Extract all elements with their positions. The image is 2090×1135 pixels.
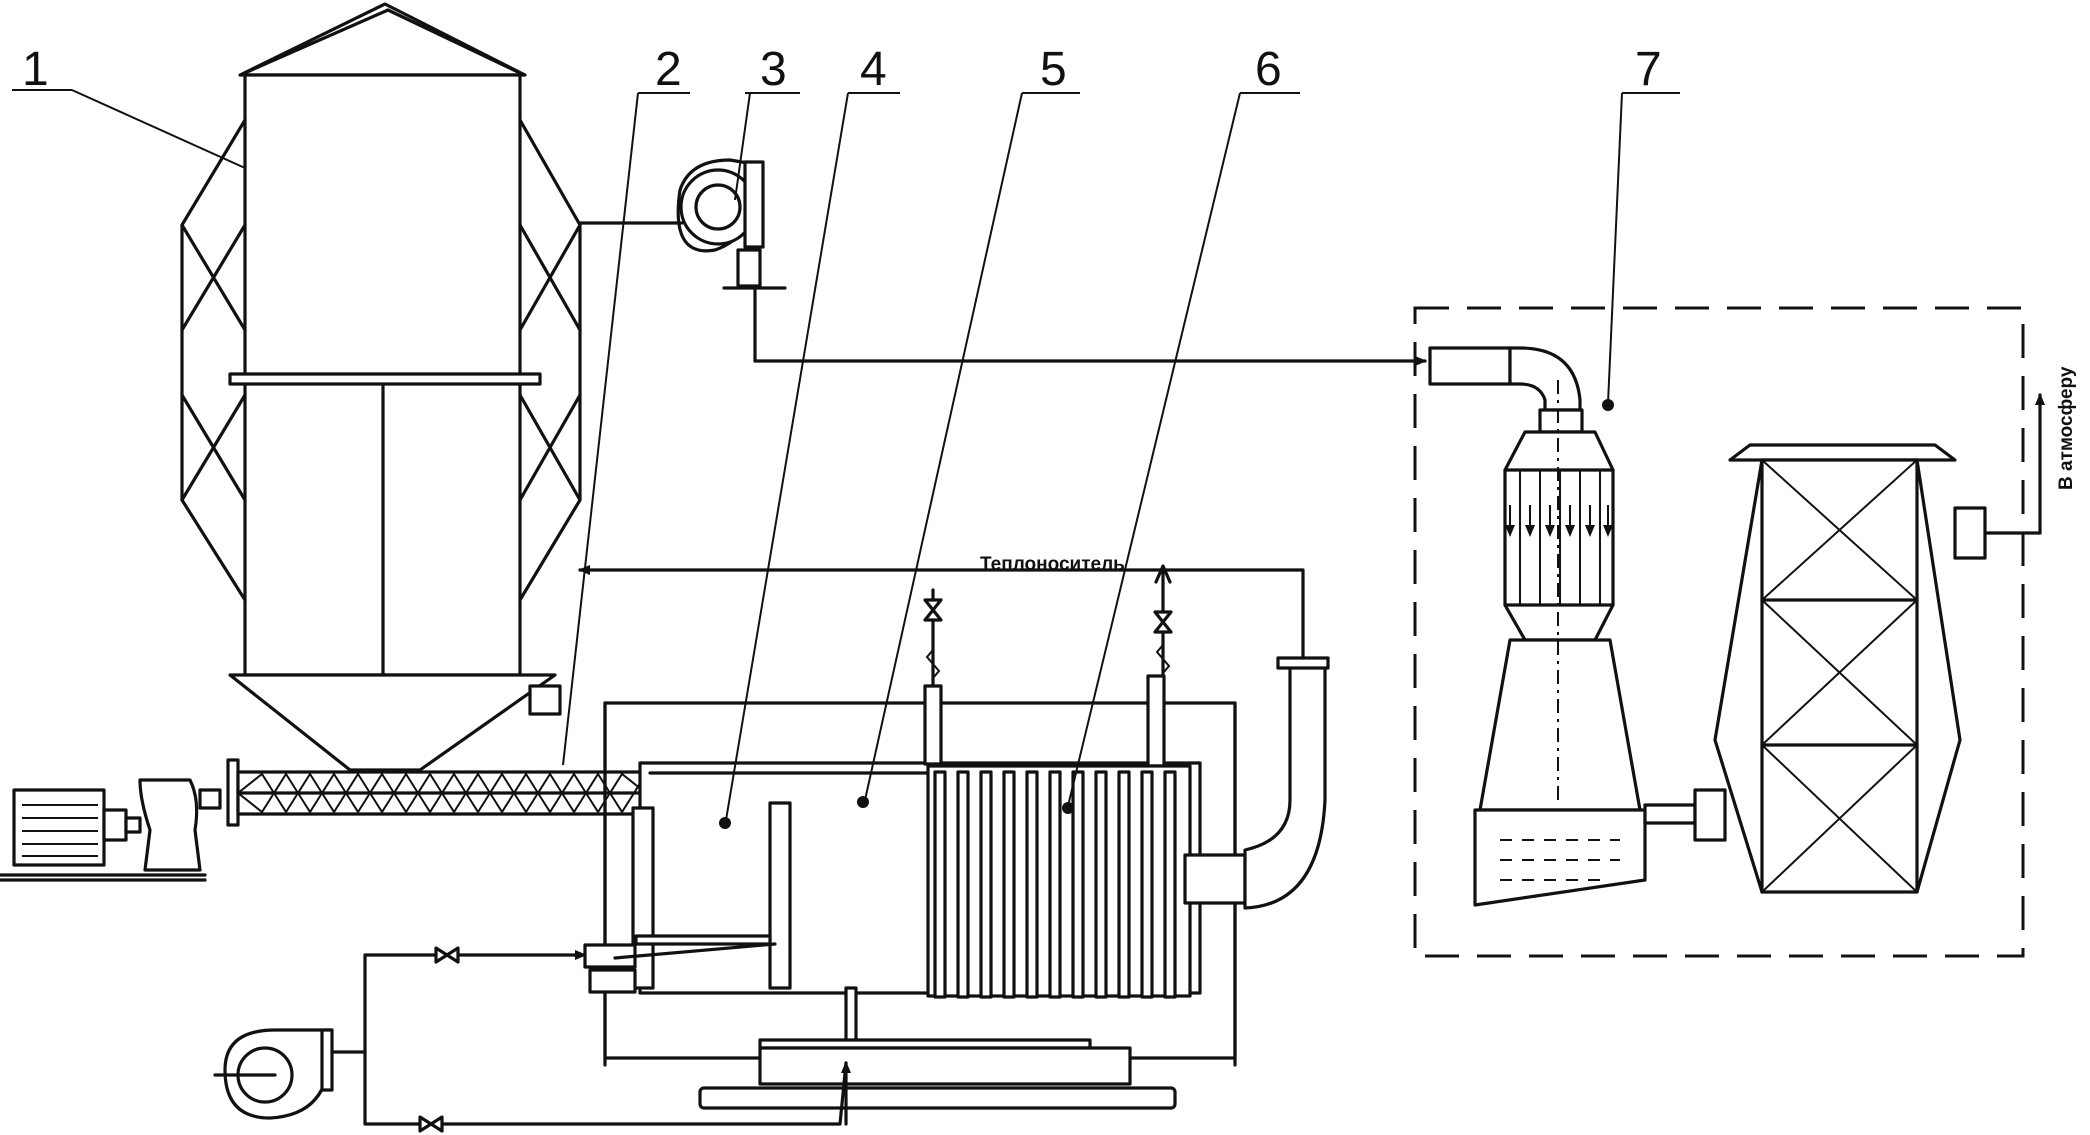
callout-1: 1	[12, 43, 246, 169]
callout-4: 4	[725, 43, 900, 821]
dryer-tower	[180, 2, 582, 772]
callout-6: 6	[1067, 43, 1300, 807]
svg-text:7: 7	[1635, 43, 1662, 96]
svg-text:1: 1	[22, 43, 49, 96]
furnace	[603, 656, 1330, 1110]
screw-conveyor	[226, 758, 650, 827]
svg-text:5: 5	[1040, 43, 1067, 96]
gas-cleaning-boundary	[1413, 306, 2025, 958]
svg-text:2: 2	[655, 43, 682, 96]
air-blower	[213, 1028, 367, 1120]
svg-text:6: 6	[1255, 43, 1282, 96]
air-valve-bottom	[418, 1115, 444, 1133]
cyclone	[1428, 346, 1697, 907]
callout-7: 7	[1607, 43, 1680, 404]
air-valve-top	[434, 946, 460, 964]
valve-right	[1153, 564, 1173, 678]
motor-drive	[0, 778, 222, 882]
cyclone-filter-arrows	[1505, 470, 1613, 605]
callout-3: 3	[734, 43, 800, 201]
exhaust-fan	[578, 158, 787, 290]
heat-exchanger-tubes	[933, 770, 1177, 999]
valve-left	[923, 588, 943, 688]
heat-carrier-label: Теплоноситель	[980, 554, 1125, 575]
to-atmosphere-label: В атмосферу	[2056, 366, 2077, 490]
callout-2: 2	[562, 43, 690, 766]
svg-text:4: 4	[860, 43, 887, 96]
callout-5: 5	[864, 43, 1080, 801]
svg-text:3: 3	[760, 43, 787, 96]
scrubber-tower	[1693, 393, 2045, 894]
burner-nozzle	[583, 942, 777, 994]
